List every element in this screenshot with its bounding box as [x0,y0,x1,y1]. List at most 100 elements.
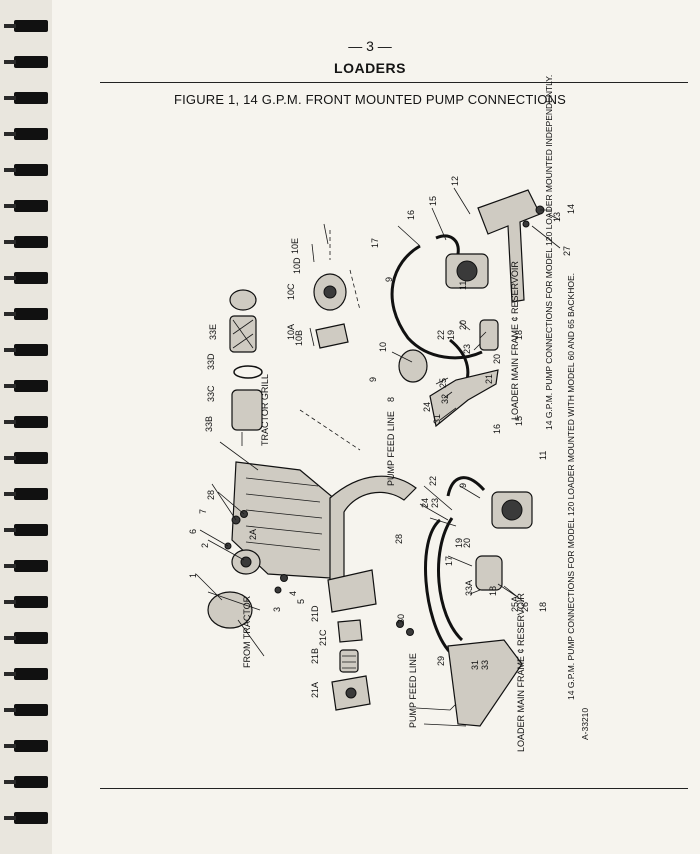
label-10e: 10E [290,238,300,254]
label-11b: 11 [538,451,548,460]
label-22b: 22 [428,476,438,486]
label-9b: 9 [368,377,378,382]
binding-coil [4,272,48,284]
reservoir-upper [429,369,499,428]
pump-feed-line-lower-label: PUMP FEED LINE [408,653,418,728]
bolt-29 [396,620,404,628]
label-10d: 10D [292,257,302,274]
fitting-21a-bore [345,687,357,699]
label-2a: 2A [248,529,258,540]
label-5: 5 [296,599,306,604]
label-4: 4 [288,591,298,596]
label-10: 10 [378,342,388,352]
label-33a: 33B [204,416,214,432]
label-27: 28 [394,534,404,544]
label-25: 25 [438,378,448,388]
label-33: 33A [464,580,474,596]
binding-coil [4,812,48,824]
plate-hub [323,285,337,299]
label-28b: 29 [436,656,446,666]
drawing-number: A-33210 [580,708,590,740]
filter-assembly-33 [229,289,263,446]
binding-coil [4,632,48,644]
housing-33b [231,389,263,431]
binding-coil [4,452,48,464]
label-18b: 18 [488,586,498,596]
cap-33e [229,289,257,311]
label-18c: 18 [538,602,548,612]
binding-coil [4,488,48,500]
label-21c: 21C [318,629,328,646]
binding-coil [4,776,48,788]
label-21a: 21A [310,682,320,698]
label-24: 24 [422,402,432,412]
label-8: 8 [386,397,396,402]
from-tractor-label: FROM TRACTOR [242,595,252,668]
fittings-21 [331,619,371,711]
filter-21 [479,319,499,351]
label-29: 30 [396,614,406,624]
figure-title: FIGURE 1, 14 G.P.M. FRONT MOUNTED PUMP C… [173,92,567,107]
label-11: 11 [458,281,468,290]
label-20: 20 [458,320,468,330]
pump-feed-line-upper-label: PUMP FEED LINE [386,411,396,486]
binding-coil [4,308,48,320]
center-parts [299,223,361,451]
label-30b: 31 [470,660,480,670]
label-31: 32 [440,394,450,404]
binding-coil [4,524,48,536]
mid-leaders [391,321,487,421]
label-30: 31 [432,414,442,424]
spring-21b [339,649,359,673]
label-18: 18 [514,330,524,340]
bolt-10e [323,223,329,245]
bolt-28 [406,628,414,636]
label-16b: 16 [492,424,502,434]
label-26: 27 [562,246,572,256]
label-14: 14 [566,204,576,214]
part-number-labels: 12 15 16 17 9 11 13 14 27 18 22 20 19 23… [188,176,576,698]
label-2: 2 [200,543,210,548]
label-10c: 10C [286,283,296,300]
assembly-guide-lines [299,230,361,451]
label-33b: 33C [206,385,216,402]
binding-coil [4,596,48,608]
washer-3 [274,586,282,594]
binding-coil [4,740,48,752]
bolt-26 [522,220,530,228]
screen-mesh [232,319,254,349]
left-leaders [195,441,265,657]
upper-assembly [390,189,545,428]
label-3: 3 [272,607,282,612]
spring-coils [342,655,356,669]
label-33d: 33E [208,324,218,340]
strap-bracket [327,569,377,613]
binding-coil [4,128,48,140]
label-10a: 10A [286,324,296,340]
mounting-strap-27 [329,475,417,591]
label-21b: 21B [310,648,320,664]
adapter-hub [240,556,252,568]
label-9: 9 [384,277,394,282]
label-15: 15 [428,196,438,206]
label-28: 28 [206,490,216,500]
spiral-binding [0,0,52,854]
binding-coil [4,20,48,32]
binding-coil [4,668,48,680]
label-19b: 19 [454,538,464,548]
binding-coil [4,92,48,104]
label-32: 26 [520,602,530,612]
label-23b: 23 [430,498,440,508]
tractor-grill-label: TRACTOR GRILL [260,374,270,446]
label-12: 12 [450,176,460,186]
upper-leaders [397,187,561,249]
bolt-10d [311,243,315,263]
filter-lower [475,555,503,591]
pump-port [456,260,478,282]
hose-16-upper [435,234,460,255]
binding-coil [4,704,48,716]
label-7: 7 [198,509,208,514]
mounting-bracket [477,189,541,303]
lower-assembly [396,476,533,727]
